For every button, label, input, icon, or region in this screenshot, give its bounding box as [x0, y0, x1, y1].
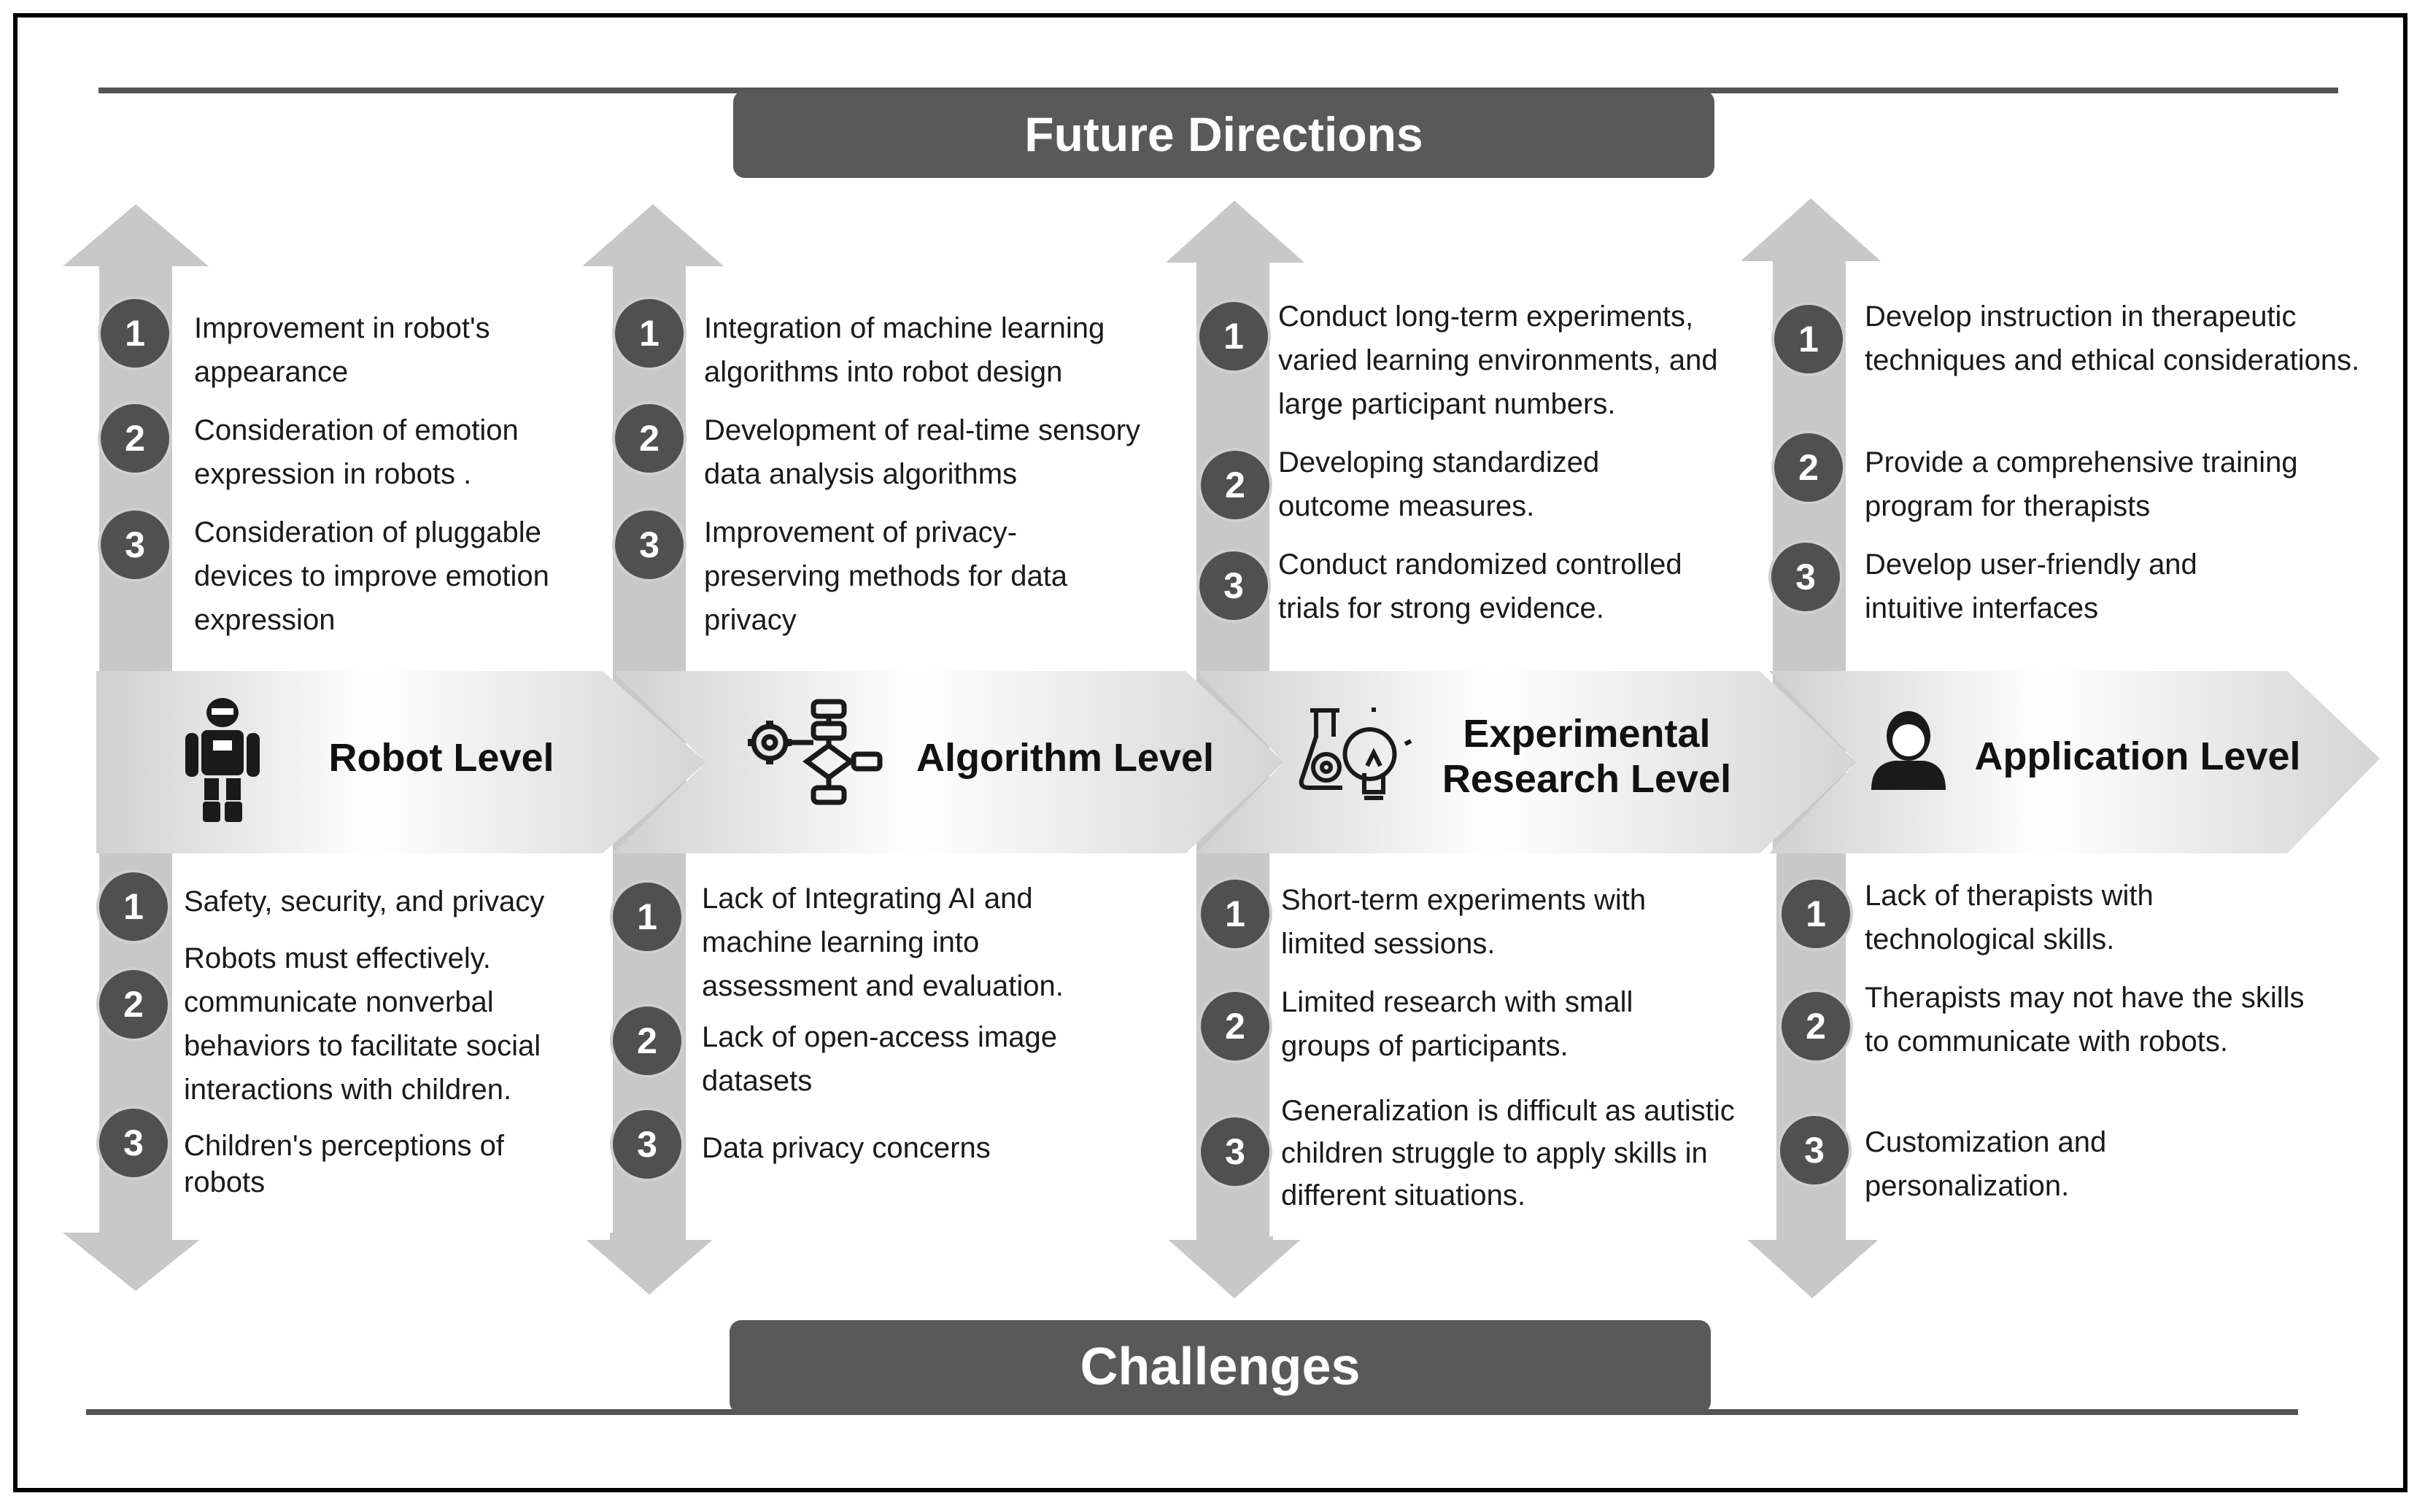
- future-directions-banner: Future Directions: [733, 90, 1714, 178]
- flowchart-gear-icon: [748, 699, 883, 805]
- badge-experimental-challenge-3: 3: [1201, 1117, 1269, 1186]
- algorithm-future-item-1: Integration of machine learning algorith…: [704, 312, 1105, 388]
- robot-future-item-1: Improvement in robot's appearance: [194, 312, 490, 388]
- level-title-experimental: Experimental Research Level: [1415, 711, 1758, 802]
- badge-robot-future-2: 2: [101, 404, 169, 473]
- algorithm-future-item-3: Improvement of privacy-preserving method…: [704, 516, 1068, 636]
- application-future-item-2: Provide a comprehensive training program…: [1865, 446, 2298, 522]
- badge-application-challenge-1: 1: [1782, 880, 1850, 948]
- badge-algorithm-future-2: 2: [615, 404, 684, 473]
- experimental-future-item-1: Conduct long-term experiments, varied le…: [1278, 301, 1718, 420]
- badge-application-future-3: 3: [1771, 543, 1840, 611]
- experimental-future-item-2: Developing standardized outcome measures…: [1278, 446, 1600, 522]
- badge-application-future-2: 2: [1774, 433, 1843, 502]
- algorithm-future-item-2: Development of real-time sensory data an…: [704, 414, 1141, 490]
- lab-flask-bulb-icon: [1299, 707, 1412, 800]
- robot-future-item-2: Consideration of emotion expression in r…: [194, 414, 519, 490]
- robot-future-item-3: Consideration of pluggable devices to im…: [194, 516, 549, 636]
- text-panels: [172, 270, 2371, 1240]
- badge-application-future-1: 1: [1774, 305, 1843, 373]
- robot-challenge-item-2: Robots must effectively. communicate non…: [184, 942, 541, 1106]
- badge-experimental-challenge-1: 1: [1201, 880, 1269, 948]
- application-challenge-item-2: Therapists may not have the skills to co…: [1865, 982, 2305, 1058]
- application-challenge-item-1: Lack of therapists with technological sk…: [1865, 880, 2154, 955]
- robot-icon: [185, 698, 260, 822]
- experimental-future-item-3: Conduct randomized controlled trials for…: [1278, 548, 1682, 624]
- badge-application-challenge-3: 3: [1780, 1116, 1849, 1185]
- badge-robot-challenge-3: 3: [99, 1109, 168, 1177]
- experimental-challenge-item-2: Limited research with small groups of pa…: [1281, 986, 1633, 1062]
- badge-experimental-future-3: 3: [1199, 551, 1268, 620]
- badge-robot-future-3: 3: [101, 511, 169, 579]
- algorithm-challenge-item-2: Lack of open-access image datasets: [702, 1021, 1057, 1097]
- chevron-experimental: [1196, 671, 1857, 853]
- experimental-challenge-item-1: Short-term experiments with limited sess…: [1281, 884, 1647, 960]
- level-title-experimental-line1: Experimental: [1463, 712, 1711, 756]
- badge-algorithm-future-3: 3: [615, 511, 684, 579]
- badge-robot-challenge-2: 2: [99, 970, 168, 1039]
- robot-challenge-item-1: Safety, security, and privacy: [184, 885, 545, 918]
- application-future-item-1: Develop instruction in therapeutic techn…: [1865, 301, 2360, 376]
- badge-algorithm-challenge-1: 1: [613, 883, 681, 951]
- person-icon: [1871, 711, 1946, 790]
- level-title-application: Application Level: [1974, 734, 2301, 778]
- badge-application-challenge-2: 2: [1782, 992, 1850, 1061]
- badge-experimental-future-2: 2: [1201, 451, 1269, 519]
- challenges-banner: Challenges: [730, 1320, 1711, 1414]
- level-title-experimental-line2: Research Level: [1442, 757, 1732, 801]
- level-title-robot: Robot Level: [328, 736, 554, 780]
- badge-algorithm-challenge-2: 2: [613, 1007, 681, 1075]
- level-title-algorithm: Algorithm Level: [916, 736, 1215, 780]
- algorithm-challenge-item-1: Lack of Integrating AI and machine learn…: [702, 883, 1064, 1002]
- robot-challenge-item-3: Children's perceptions of robots: [184, 1130, 504, 1198]
- chevron-algorithm: [613, 671, 1284, 853]
- experimental-challenge-item-3: Generalization is difficult as autistic …: [1281, 1095, 1735, 1211]
- badge-experimental-future-1: 1: [1199, 302, 1268, 371]
- badge-robot-challenge-1: 1: [99, 872, 168, 941]
- application-future-item-3: Develop user-friendly and intuitive inte…: [1865, 548, 2197, 624]
- chevron-robot: [96, 671, 706, 853]
- badge-robot-future-1: 1: [101, 299, 169, 368]
- badge-experimental-challenge-2: 2: [1201, 992, 1269, 1061]
- badge-algorithm-future-1: 1: [615, 299, 684, 368]
- badge-algorithm-challenge-3: 3: [613, 1110, 681, 1179]
- application-challenge-item-3: Customization and personalization.: [1865, 1126, 2107, 1202]
- algorithm-challenge-item-3: Data privacy concerns: [702, 1132, 991, 1164]
